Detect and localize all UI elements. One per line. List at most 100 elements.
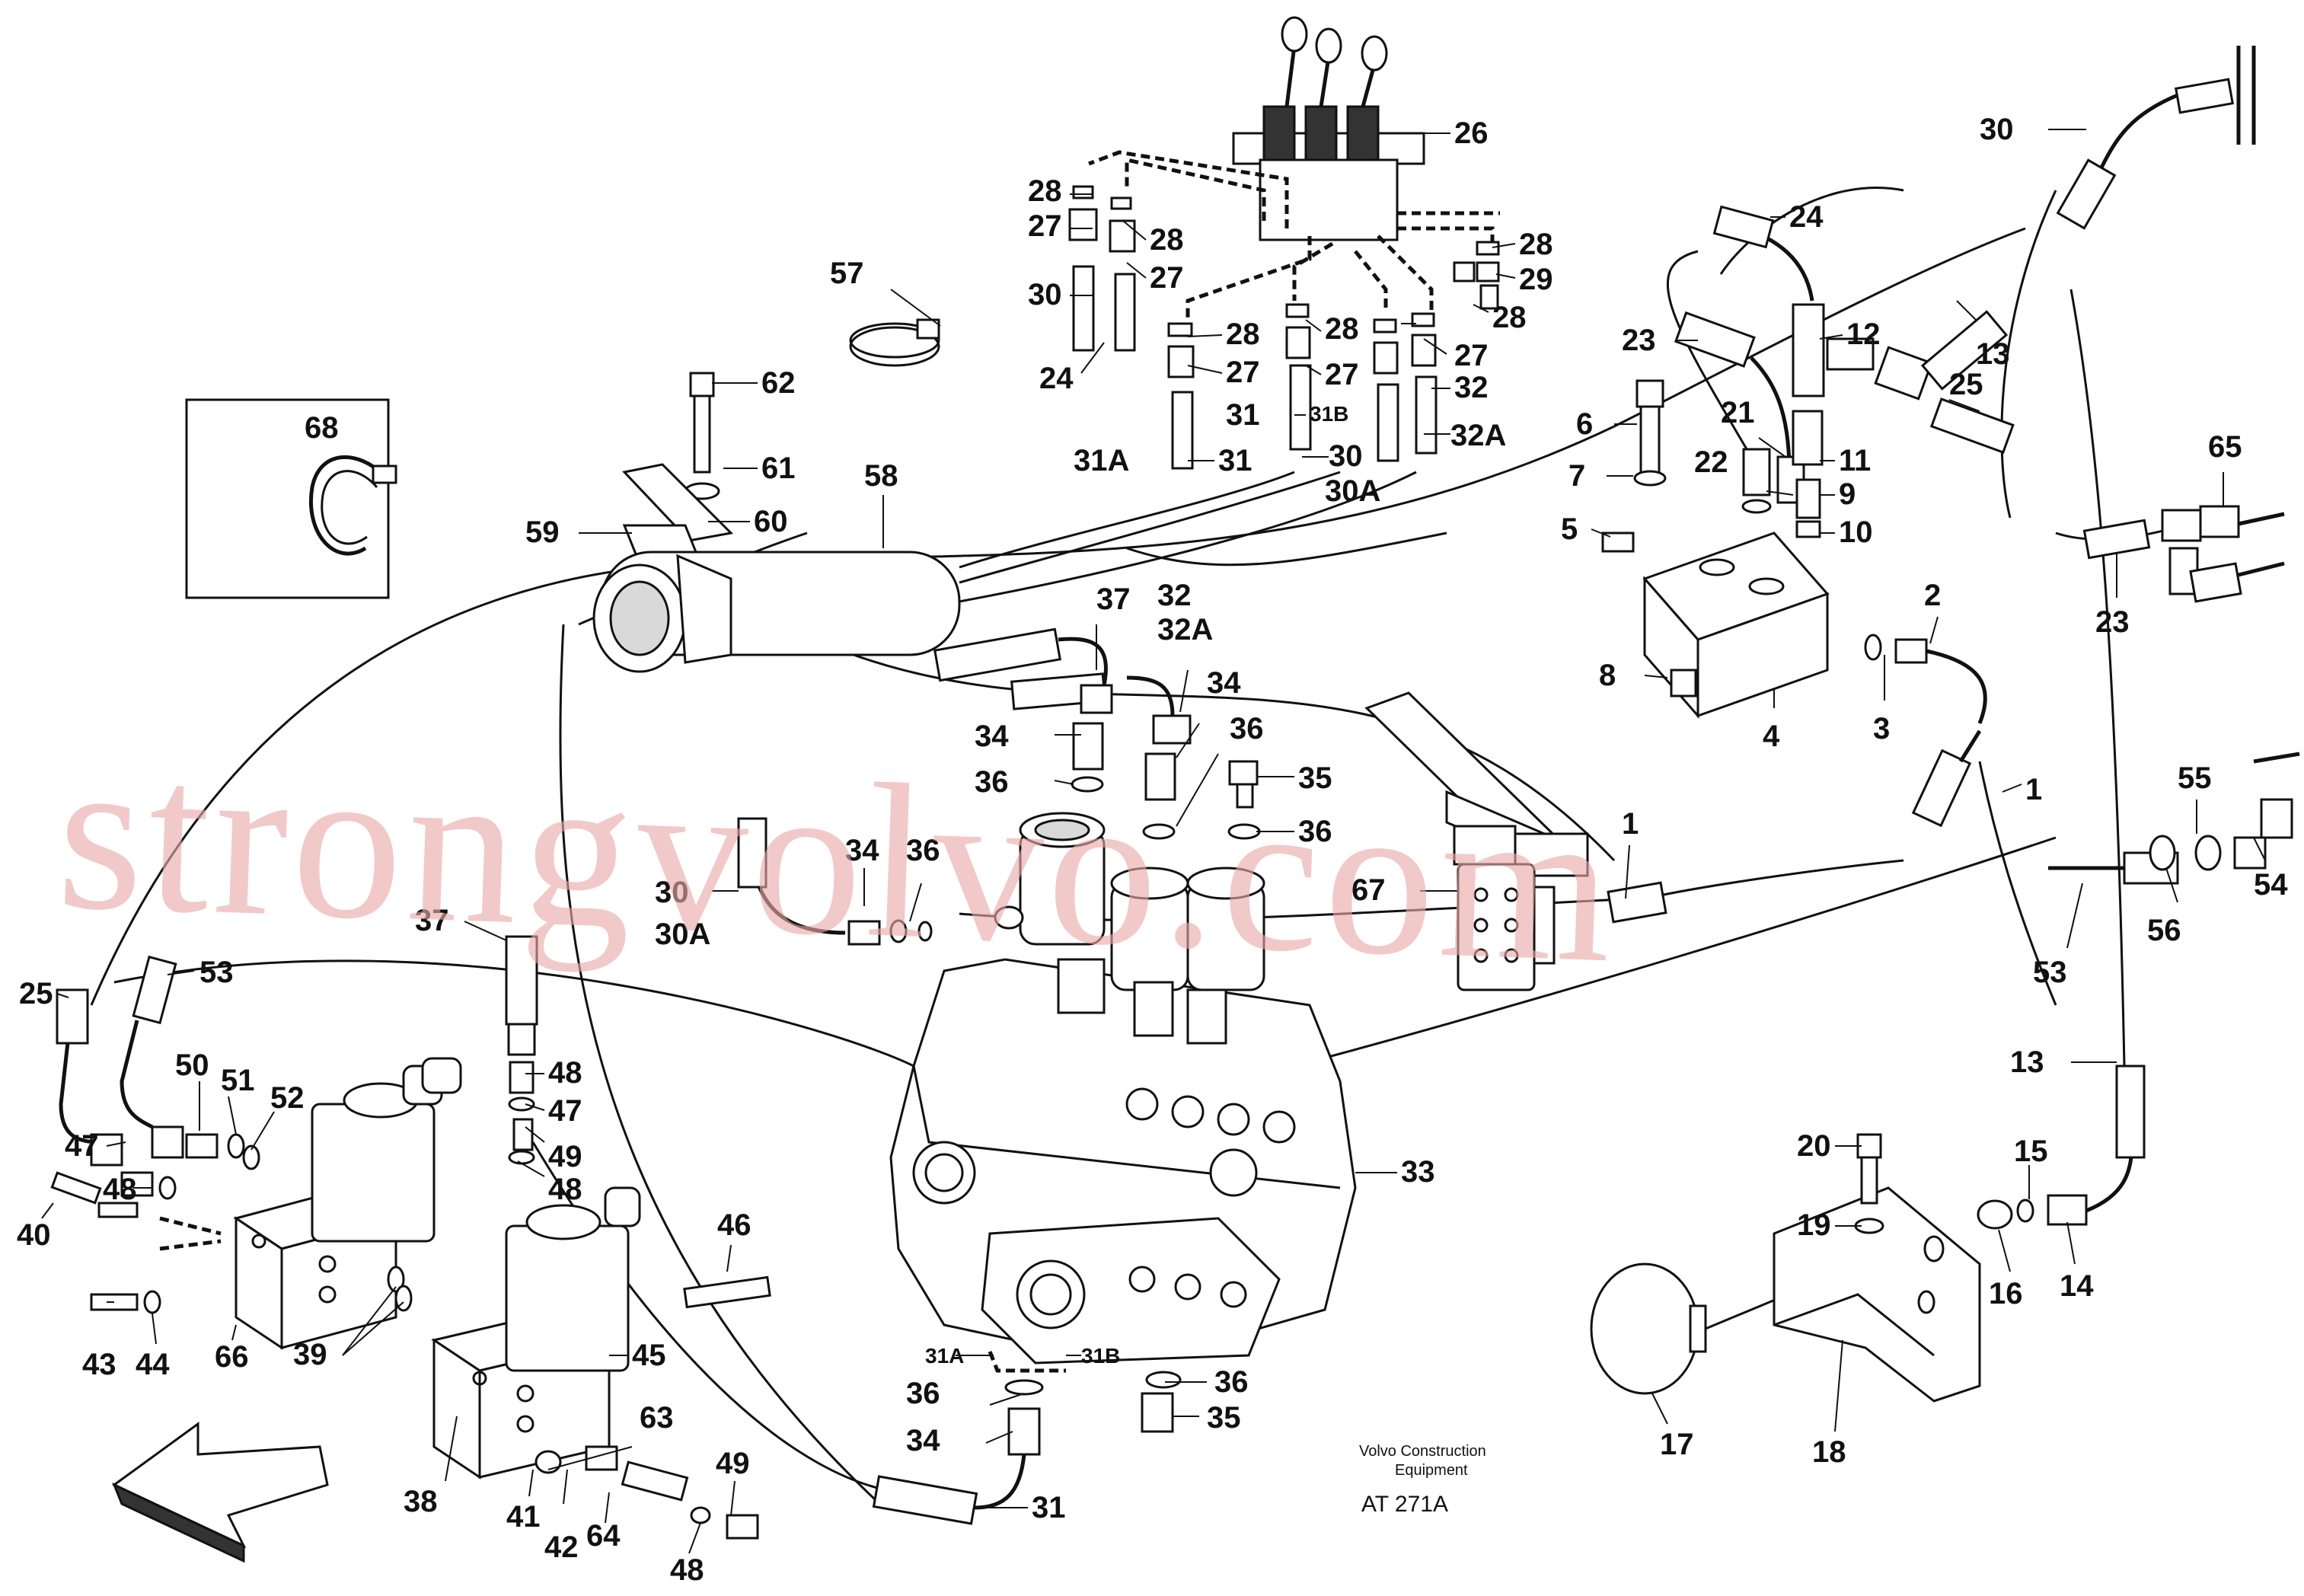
callout: 14 (2060, 1269, 2094, 1303)
callout: 48 (670, 1553, 704, 1587)
caption-drawing-code: AT 271A (1361, 1492, 1448, 1517)
callout: 27 (1226, 356, 1260, 389)
detail-box-68 (185, 398, 397, 599)
callout: 26 (1454, 117, 1489, 150)
callout: 17 (1660, 1428, 1694, 1461)
callout: 22 (1694, 445, 1728, 479)
callout: 28 (1325, 312, 1359, 346)
callout: 7 (1568, 459, 1585, 493)
callout: 46 (717, 1208, 752, 1242)
callout: 36 (1214, 1365, 1249, 1399)
direction-arrow (112, 1422, 329, 1563)
callout: 31B (1310, 402, 1348, 426)
callout: 28 (1028, 174, 1062, 208)
callout: 39 (293, 1338, 327, 1371)
pilot-fittings (1068, 185, 1500, 470)
callout: 34 (906, 1424, 940, 1457)
callout: 31B (1081, 1344, 1120, 1368)
callout: 45 (632, 1339, 666, 1372)
callout: 65 (2208, 430, 2242, 464)
callout: 2 (1924, 579, 1941, 612)
callout: 42 (544, 1531, 579, 1564)
callout: 68 (305, 411, 339, 445)
callout: 15 (2014, 1135, 2048, 1168)
pilot-dashed-lines (1088, 150, 1500, 320)
callout: 4 (1763, 720, 1780, 753)
callout: 48 (548, 1056, 582, 1090)
callout: 53 (199, 956, 234, 989)
callout: 67 (1351, 873, 1386, 907)
callout: 28 (1226, 318, 1260, 351)
callout: 27 (1150, 261, 1184, 295)
callout: 6 (1576, 407, 1593, 441)
callout: 32 (1454, 371, 1489, 404)
callout: 36 (906, 1377, 940, 1410)
callout: 28 (1519, 228, 1553, 261)
callout: 5 (1561, 512, 1578, 546)
callout: 61 (761, 452, 796, 485)
callout: 19 (1797, 1208, 1831, 1242)
callout: 30 (1329, 439, 1363, 473)
callout: 35 (1207, 1401, 1241, 1435)
callout: 27 (1028, 209, 1062, 243)
callout: 32A (1157, 613, 1213, 646)
callout: 13 (1976, 337, 2010, 371)
callout: 25 (1949, 368, 1983, 401)
callout: 51 (221, 1064, 255, 1097)
callout: 27 (1454, 339, 1489, 372)
right-side-fittings (2048, 505, 2300, 885)
callout: 1 (1622, 807, 1639, 841)
callout: 27 (1325, 358, 1359, 391)
callout: 32A (1450, 419, 1506, 452)
callout: 56 (2147, 914, 2181, 947)
callout-labels: 26 28 28 28 29 28 27 27 30 24 28 28 27 2… (17, 113, 2288, 1587)
callout: 24 (1039, 362, 1074, 395)
callout: 25 (19, 977, 53, 1010)
callout: 8 (1599, 659, 1616, 692)
callout: 40 (17, 1218, 51, 1252)
callout: 50 (175, 1049, 209, 1082)
callout: 63 (640, 1401, 674, 1435)
hose-clamp-57 (849, 318, 940, 367)
callout: 36 (1298, 815, 1332, 848)
leader-lines (41, 129, 2266, 1554)
callout: 13 (2010, 1045, 2044, 1079)
callout: 43 (82, 1348, 116, 1381)
pedal-valve-67 (1364, 691, 1904, 991)
callout: 30 (1028, 278, 1062, 311)
callout: 21 (1721, 396, 1755, 429)
callout: 49 (716, 1447, 750, 1480)
callout: 52 (270, 1081, 305, 1115)
callout: 34 (1207, 666, 1241, 700)
callout: 53 (2033, 956, 2067, 989)
callout: 28 (1150, 223, 1184, 257)
solenoid-valves (50, 1057, 771, 1540)
callout: 47 (65, 1129, 99, 1163)
callout: 57 (830, 257, 864, 290)
callout: 66 (215, 1340, 249, 1374)
watermark: strongvolvo.com (54, 710, 1620, 1009)
callout: 30A (655, 918, 710, 951)
drawing-caption: Volvo Construction Equipment AT 271A (1359, 1443, 1486, 1517)
callout: 10 (1839, 516, 1873, 549)
main-valve-block-33 (889, 812, 1357, 1365)
callout: 60 (754, 505, 788, 538)
callout: 37 (415, 904, 449, 937)
callout: 47 (548, 1094, 582, 1128)
callout: 28 (1492, 301, 1527, 334)
callout: 30 (655, 876, 689, 909)
callout: 34 (975, 720, 1009, 753)
callout: 1 (2025, 773, 2042, 806)
callout: 48 (548, 1173, 582, 1206)
callout: 16 (1989, 1277, 2023, 1310)
callout: 34 (845, 834, 879, 867)
callout: 31 (1226, 398, 1260, 432)
callout: 31 (1218, 444, 1253, 477)
caption-company: Volvo Construction (1359, 1443, 1486, 1460)
left-hoses (56, 955, 260, 1200)
callout: 31 (1032, 1491, 1066, 1524)
callout: 37 (1096, 583, 1131, 616)
callout: 29 (1519, 263, 1553, 296)
callout: 35 (1298, 761, 1332, 795)
